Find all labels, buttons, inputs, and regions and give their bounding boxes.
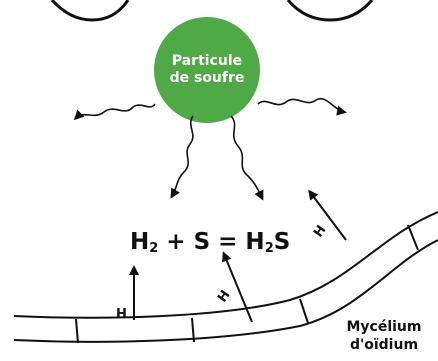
mycelium-septum xyxy=(75,318,79,344)
particle-label-line1: Particule xyxy=(171,53,243,69)
mycelium-outer-edge xyxy=(13,211,438,319)
mycelium-inner-edge xyxy=(13,239,438,343)
mycelium-label: Mycélium d'oïdium xyxy=(330,318,438,358)
h-label-left: H xyxy=(116,307,127,322)
equation-h2s-subscript: 2 xyxy=(264,241,274,256)
h-release-arrow-middle xyxy=(222,251,253,323)
equation-middle: + S = H xyxy=(158,229,265,255)
wavy-arrow-down-right xyxy=(230,115,264,201)
equation-s: S xyxy=(273,229,291,255)
reaction-equation: H2 + S = H2S xyxy=(130,224,300,260)
top-left-partial-circle xyxy=(50,0,130,22)
h-label-middle: H xyxy=(215,288,234,306)
equation-h: H xyxy=(130,229,150,255)
mycelium-label-line2: d'oïdium xyxy=(349,337,419,353)
equation-h-subscript: 2 xyxy=(149,241,159,256)
mycelium-septum xyxy=(407,224,419,251)
wavy-arrow-left xyxy=(73,103,156,121)
sulfur-particle-label: Particule de soufre xyxy=(150,38,264,102)
h-release-arrow-right xyxy=(308,189,347,241)
mycelium-septum xyxy=(299,298,309,324)
top-right-partial-circle xyxy=(286,0,374,22)
wavy-arrow-down-left xyxy=(170,115,194,199)
mycelium-septum xyxy=(191,317,195,343)
wavy-arrow-right xyxy=(257,97,347,116)
h-label-right: H xyxy=(311,223,330,241)
particle-label-line2: de soufre xyxy=(169,70,245,86)
mycelium-label-line1: Mycélium xyxy=(346,319,422,335)
sulfur-particle xyxy=(154,17,260,123)
